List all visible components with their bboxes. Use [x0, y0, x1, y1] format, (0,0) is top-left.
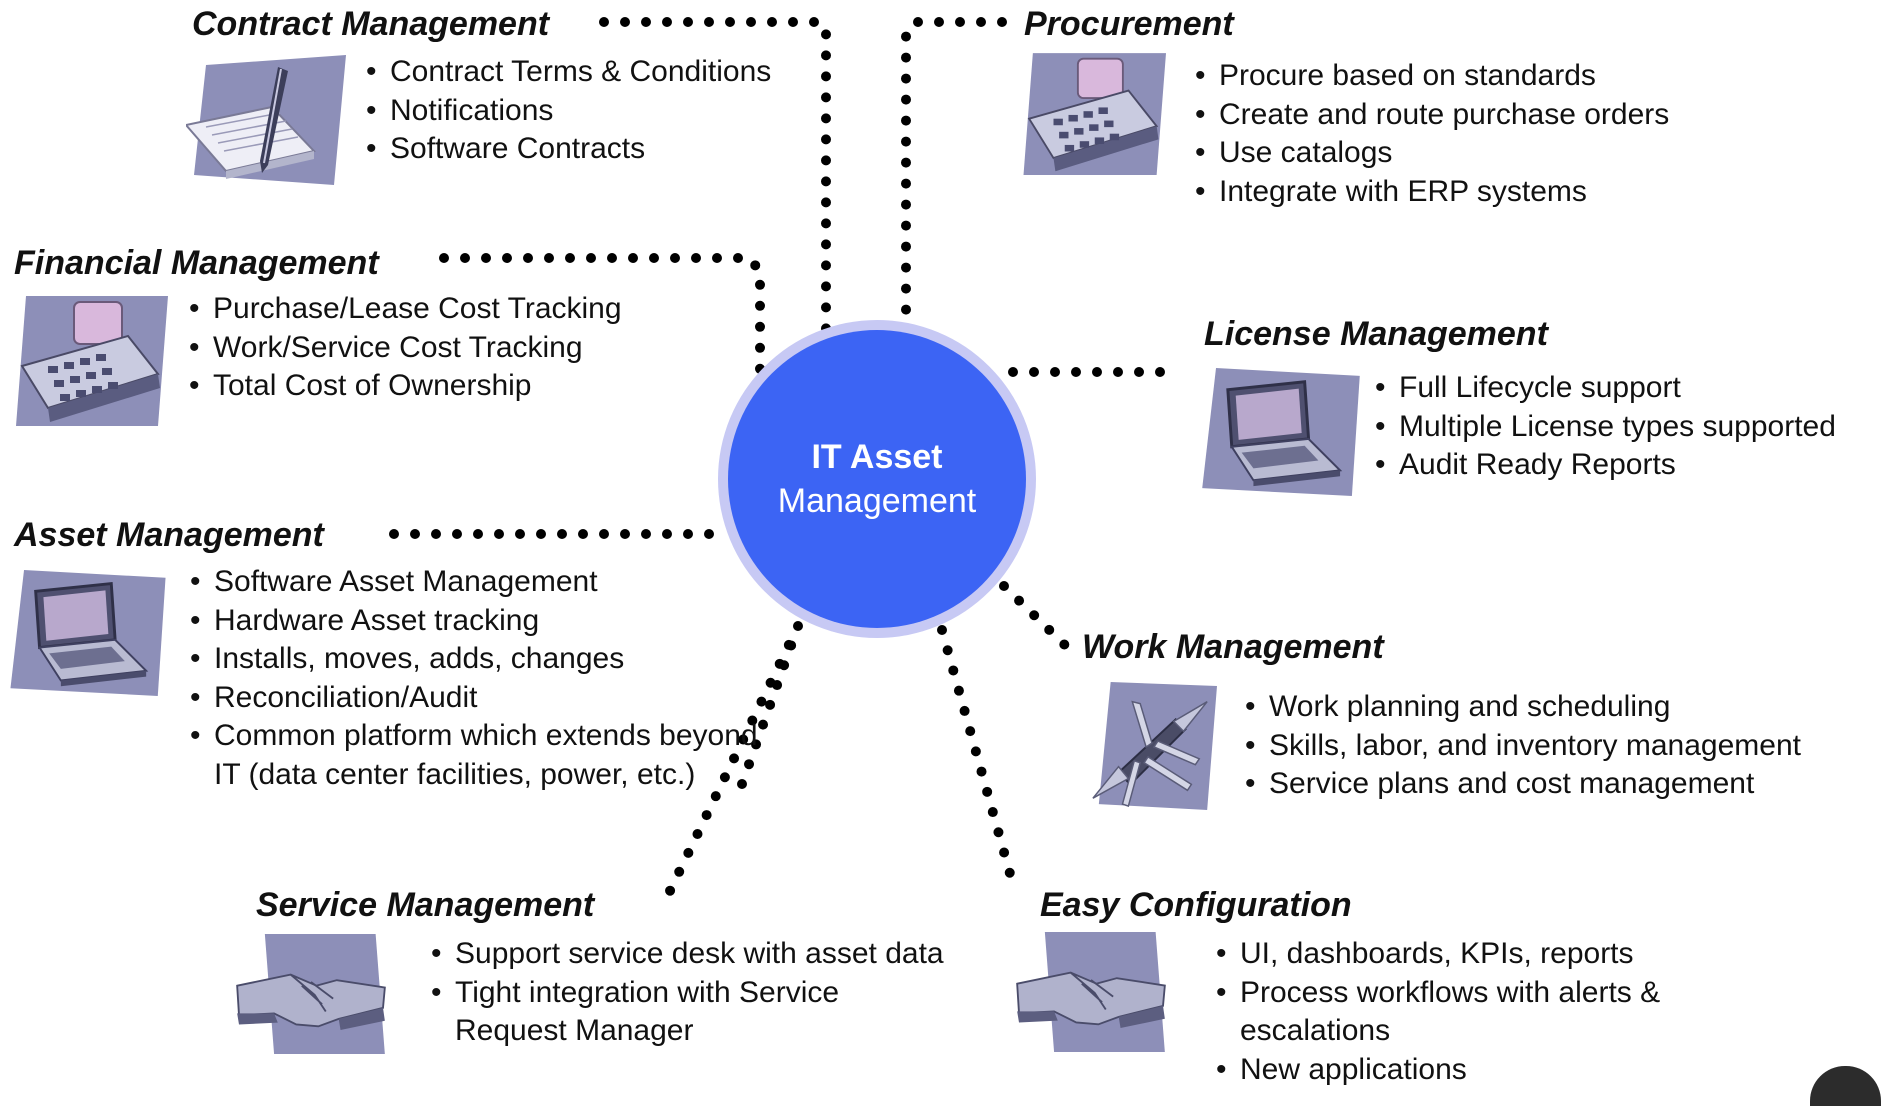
- list-item: Common platform which extends beyond: [190, 717, 758, 756]
- list-item: Installs, moves, adds, changes: [190, 640, 758, 679]
- list-item: UI, dashboards, KPIs, reports: [1216, 935, 1660, 974]
- laptop-icon: [10, 570, 166, 696]
- hub-circle: IT Asset Management: [728, 330, 1026, 628]
- connector-financial: [439, 253, 765, 395]
- list-item-continuation: Request Manager: [455, 1014, 694, 1047]
- list-item: Create and route purchase orders: [1195, 96, 1669, 135]
- hub-title: IT Asset: [811, 438, 943, 476]
- list-item: Skills, labor, and inventory management: [1245, 727, 1801, 766]
- calculator-icon: [1022, 52, 1166, 176]
- connector-config: [937, 625, 1019, 893]
- list-item: Notifications: [366, 92, 771, 131]
- list-item: Total Cost of Ownership: [189, 367, 622, 406]
- list-item-continuation: IT (data center facilities, power, etc.): [214, 757, 696, 791]
- list-item: Procure based on standards: [1195, 57, 1669, 96]
- laptop-icon: [1200, 368, 1362, 496]
- connector-procurement: [901, 17, 1007, 327]
- list-item: Audit Ready Reports: [1375, 446, 1836, 485]
- list-item-continuation: escalations: [1240, 1014, 1391, 1047]
- multitool-knife-icon: [1091, 682, 1219, 810]
- license-heading: License Management: [1204, 315, 1548, 353]
- handshake-icon: [235, 934, 387, 1054]
- list-item: Full Lifecycle support: [1375, 369, 1836, 408]
- license-list: Full Lifecycle support Multiple License …: [1375, 369, 1836, 485]
- financial-heading: Financial Management: [14, 244, 379, 282]
- procurement-list: Procure based on standards Create and ro…: [1195, 57, 1669, 211]
- connector-service: [663, 621, 803, 900]
- list-item: Multiple License types supported: [1375, 408, 1836, 447]
- hub-subtitle: Management: [777, 482, 977, 520]
- connector-contract: [599, 17, 831, 335]
- list-item: Work/Service Cost Tracking: [189, 329, 622, 368]
- financial-list: Purchase/Lease Cost Tracking Work/Servic…: [189, 290, 622, 406]
- connector-asset-lower: [737, 621, 803, 789]
- service-list: Support service desk with asset data Tig…: [431, 935, 944, 1051]
- config-heading: Easy Configuration: [1040, 886, 1352, 924]
- list-item: New applications: [1216, 1051, 1660, 1090]
- list-item: Process workflows with alerts &: [1216, 974, 1660, 1013]
- config-list: UI, dashboards, KPIs, reports Process wo…: [1216, 935, 1660, 1089]
- list-item: Hardware Asset tracking: [190, 602, 758, 641]
- list-item: Integrate with ERP systems: [1195, 173, 1669, 212]
- handshake-icon: [1016, 932, 1166, 1052]
- work-heading: Work Management: [1082, 628, 1384, 666]
- contract-heading: Contract Management: [192, 5, 550, 43]
- list-item: Software Asset Management: [190, 563, 758, 602]
- list-item: Software Contracts: [366, 130, 771, 169]
- asset-list: Software Asset Management Hardware Asset…: [190, 563, 758, 794]
- list-item: Use catalogs: [1195, 134, 1669, 173]
- service-heading: Service Management: [256, 886, 595, 924]
- connector-work: [999, 581, 1075, 655]
- procurement-heading: Procurement: [1024, 5, 1234, 43]
- contract-list: Contract Terms & Conditions Notification…: [366, 53, 771, 169]
- calculator-icon: [15, 296, 168, 426]
- list-item: Purchase/Lease Cost Tracking: [189, 290, 622, 329]
- list-item: Work planning and scheduling: [1245, 688, 1801, 727]
- list-item: Reconciliation/Audit: [190, 679, 758, 718]
- list-item: Tight integration with Service: [431, 974, 944, 1013]
- list-item: Contract Terms & Conditions: [366, 53, 771, 92]
- work-list: Work planning and scheduling Skills, lab…: [1245, 688, 1801, 804]
- list-item: Service plans and cost management: [1245, 765, 1801, 804]
- list-item: Support service desk with asset data: [431, 935, 944, 974]
- asset-heading: Asset Management: [14, 516, 324, 554]
- notepad-pen-icon: [186, 55, 346, 185]
